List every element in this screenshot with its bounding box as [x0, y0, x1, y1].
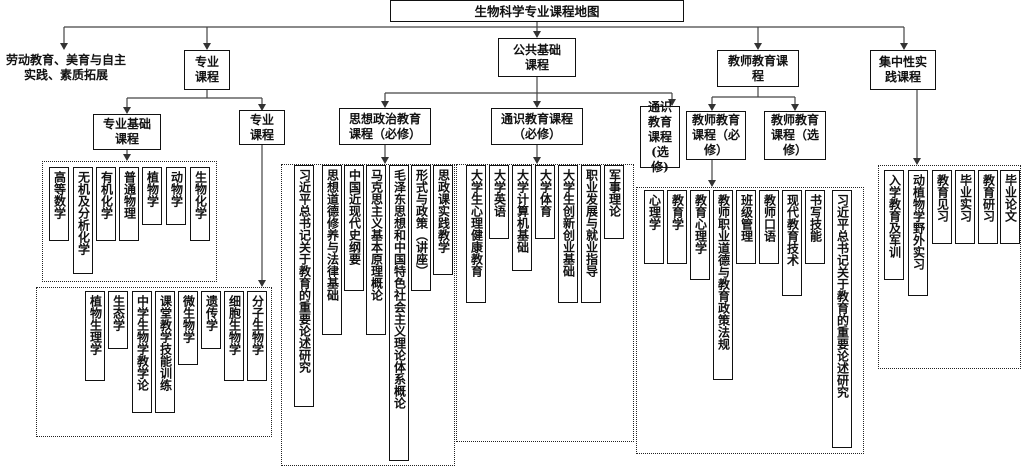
course-item: 教育研习 [978, 170, 998, 244]
major-basic-group [42, 161, 217, 282]
labor-education-box: 劳动教育、美育与自主实践、素质拓展 [2, 50, 130, 86]
course-item: 思想道德修养与法律基础 [322, 165, 342, 335]
teacher-education-box: 教师教育课程 [717, 50, 799, 87]
course-item: 职业发展与就业指导 [581, 165, 601, 303]
course-item: 书写技能 [805, 190, 825, 264]
practice-courses-box: 集中性实践课程 [870, 50, 936, 90]
course-item: 中学生物学教学论 [132, 291, 152, 413]
course-item: 植物生理学 [85, 291, 105, 381]
course-item: 马克思主义基本原理概论 [366, 165, 386, 335]
course-item: 普通物理 [119, 167, 139, 241]
major-course-box: 专业课程 [239, 110, 285, 145]
course-item: 形式与政策（讲座） [411, 165, 431, 291]
course-item: 教师口语 [759, 190, 779, 264]
course-item: 教师职业道德与教育政策法规 [713, 190, 733, 380]
major-courses-box: 专业课程 [184, 50, 230, 90]
course-item: 习近平总书记关于教育的重要论述研究 [832, 190, 852, 448]
course-item: 教育学 [667, 190, 687, 264]
ideology-group [281, 164, 455, 466]
course-item: 大学计算机基础 [512, 165, 532, 271]
teacher-required-box: 教师教育课程（必修） [686, 111, 746, 160]
teacher-group [636, 187, 864, 454]
course-item: 入学教育及军训 [884, 170, 904, 280]
course-item: 分子生物学 [247, 291, 267, 381]
general-required-box: 通识教育课程（必修） [491, 108, 583, 145]
course-item: 中国近现代史纲要 [344, 165, 364, 291]
major-basic-box: 专业基础课程 [93, 114, 161, 150]
course-item: 遗传学 [201, 291, 221, 349]
practice-group [878, 165, 1021, 369]
course-item: 大学英语 [489, 165, 509, 239]
course-item: 生态学 [108, 291, 128, 349]
root-title: 生物科学专业课程地图 [390, 0, 684, 22]
course-item: 大学生心理健康教育 [466, 165, 486, 303]
course-item: 教育见习 [932, 170, 952, 244]
course-item: 动物学 [166, 167, 186, 225]
course-item: 心理学 [644, 190, 664, 264]
course-item: 细胞生物学 [224, 291, 244, 381]
general-group [456, 164, 634, 442]
public-basic-box: 公共基础课程 [498, 38, 576, 77]
course-item: 思政课实践教学 [433, 165, 453, 275]
course-item: 大学体育 [535, 165, 555, 239]
course-item: 班级管理 [736, 190, 756, 264]
course-item: 教育心理学 [690, 190, 710, 280]
course-item: 微生物学 [178, 291, 198, 365]
course-item: 有机化学 [96, 167, 116, 241]
course-item: 课堂教学技能训练 [155, 291, 175, 413]
course-item: 习近平总书记关于教育的重要论述研究 [294, 165, 314, 407]
course-item: 生物化学 [190, 167, 210, 241]
course-item: 军事理论 [604, 165, 624, 239]
course-item: 毕业实习 [955, 170, 975, 244]
course-item: 现代教育技术 [782, 190, 802, 296]
general-optional-box: 通识教育课程(选修) [640, 100, 680, 174]
course-item: 毕业论文 [1000, 170, 1020, 244]
ideology-box: 思想政治教育课程（必修） [339, 108, 431, 145]
major-course-group [36, 287, 272, 437]
course-item: 无机及分析化学 [73, 167, 93, 274]
course-item: 动植物学野外实习 [908, 170, 928, 296]
course-item: 植物学 [142, 167, 162, 225]
teacher-optional-box: 教师教育课程（选修） [764, 111, 826, 160]
course-item: 大学生创新创业基础 [558, 165, 578, 303]
course-item: 高等数学 [49, 167, 69, 241]
course-item: 毛泽东思想和中国特色社会主义理论体系概论 [389, 165, 409, 461]
